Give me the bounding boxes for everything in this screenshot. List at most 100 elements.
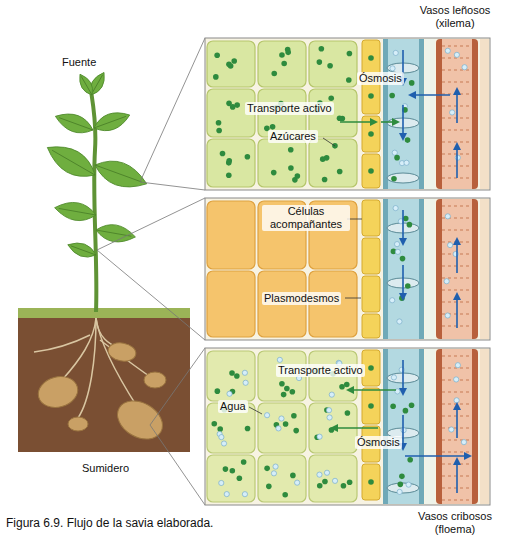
leader-lines bbox=[323, 138, 335, 146]
water-dot bbox=[397, 489, 402, 494]
water-dot bbox=[447, 242, 452, 247]
soil bbox=[18, 308, 190, 452]
water-dot bbox=[279, 416, 284, 421]
roots bbox=[78, 318, 96, 418]
sugar-dot bbox=[322, 479, 328, 485]
water-dot bbox=[395, 249, 400, 254]
leader-lines bbox=[345, 298, 361, 299]
callout-label: Azúcares bbox=[268, 130, 318, 143]
sugar-dot bbox=[337, 115, 343, 121]
sugar-dot bbox=[346, 77, 352, 83]
sugar-dot bbox=[230, 468, 236, 474]
parenchyma-cell bbox=[207, 455, 255, 502]
flow-arrow bbox=[402, 360, 404, 394]
xylem-wall bbox=[436, 349, 478, 504]
companion-cell bbox=[362, 388, 380, 424]
flow-arrow bbox=[381, 121, 398, 123]
tissue-gap bbox=[425, 199, 435, 339]
outer-tissue bbox=[480, 349, 489, 504]
sugar-dot bbox=[394, 155, 400, 161]
sugar-dot bbox=[285, 50, 291, 56]
leaf-blade bbox=[66, 239, 99, 261]
sugar-dot bbox=[345, 410, 351, 416]
roots bbox=[100, 340, 152, 378]
parenchyma-cell bbox=[207, 139, 255, 187]
sugar-dot bbox=[328, 95, 334, 101]
water-dot bbox=[271, 471, 276, 476]
xylem-ring bbox=[442, 440, 472, 441]
callout-label: Vasos leñosos (xilema) bbox=[405, 4, 505, 30]
leaf bbox=[91, 108, 132, 136]
sugar-dot bbox=[264, 466, 270, 472]
sugar-dot bbox=[399, 474, 405, 480]
xylem-ring bbox=[442, 206, 472, 207]
parenchyma-cell bbox=[207, 201, 255, 269]
sugar-dot bbox=[266, 484, 272, 490]
sugar-dot bbox=[341, 483, 347, 489]
parenchyma-cell bbox=[207, 41, 255, 87]
sugar-dot bbox=[409, 402, 415, 408]
callout-label: Transporte activo bbox=[245, 102, 334, 115]
phloem-lumen bbox=[388, 199, 419, 339]
xylem-ring bbox=[442, 452, 472, 453]
xylem-ring bbox=[442, 130, 472, 131]
sugar-dot bbox=[291, 413, 297, 419]
sugar-dot bbox=[288, 147, 294, 153]
sugar-dot bbox=[234, 373, 240, 379]
sugar-dot bbox=[409, 80, 415, 86]
water-dot bbox=[404, 160, 409, 165]
tubers bbox=[107, 341, 138, 364]
callout-label: Células acompañantes bbox=[262, 205, 350, 231]
water-dot bbox=[454, 52, 459, 57]
companion-cell bbox=[362, 154, 380, 188]
flow-arrow bbox=[332, 427, 378, 429]
parenchyma-cell bbox=[309, 455, 357, 502]
water-dot bbox=[393, 50, 398, 55]
sugar-dot bbox=[271, 71, 277, 77]
sugar-dot bbox=[290, 473, 296, 479]
leaf-vein bbox=[52, 150, 95, 175]
water-dot bbox=[455, 363, 460, 368]
xylem-ring bbox=[442, 82, 472, 83]
process-arrows bbox=[332, 95, 470, 456]
sugar-dot bbox=[368, 93, 374, 99]
sugar-dot bbox=[281, 61, 287, 67]
flow-arrow bbox=[456, 294, 458, 328]
sugar-dot bbox=[398, 482, 404, 488]
sugar-dot bbox=[391, 176, 397, 182]
water-dot bbox=[219, 435, 224, 440]
water-dot bbox=[390, 298, 395, 303]
xylem-lumen bbox=[442, 349, 472, 504]
water-dot bbox=[454, 398, 459, 403]
sugar-dot bbox=[399, 295, 405, 301]
xylem-ring bbox=[442, 230, 472, 231]
sugar-dot bbox=[407, 222, 413, 228]
leaf-vein bbox=[95, 165, 142, 182]
leaf bbox=[42, 137, 101, 185]
sugar-dot bbox=[368, 168, 374, 174]
flow-arrow bbox=[402, 415, 404, 449]
zoom-lines bbox=[140, 182, 205, 190]
phloem-lumen bbox=[388, 39, 419, 189]
panel-frame bbox=[205, 348, 490, 505]
figure-caption: Figura 6.9. Flujo de la savia elaborada. bbox=[4, 516, 215, 530]
sugar-dot bbox=[295, 173, 301, 179]
flow-arrow bbox=[456, 404, 458, 438]
leaf bbox=[53, 108, 96, 137]
sugar-dot bbox=[344, 382, 350, 388]
leaf bbox=[66, 239, 99, 261]
tissue-panel bbox=[205, 38, 490, 190]
roots bbox=[34, 335, 90, 352]
sugar-dot bbox=[293, 428, 299, 434]
water-dot bbox=[317, 434, 322, 439]
flow-arrow bbox=[348, 389, 396, 391]
leaf-blade bbox=[91, 154, 151, 195]
water-dot bbox=[326, 408, 331, 413]
water-dot bbox=[317, 472, 322, 477]
leader-lines bbox=[249, 407, 262, 414]
water-dot bbox=[449, 427, 454, 432]
xylem-ring bbox=[442, 500, 472, 501]
parenchyma-cell bbox=[207, 271, 255, 337]
sugar-dot bbox=[241, 459, 247, 465]
leaf-vein bbox=[94, 116, 126, 128]
